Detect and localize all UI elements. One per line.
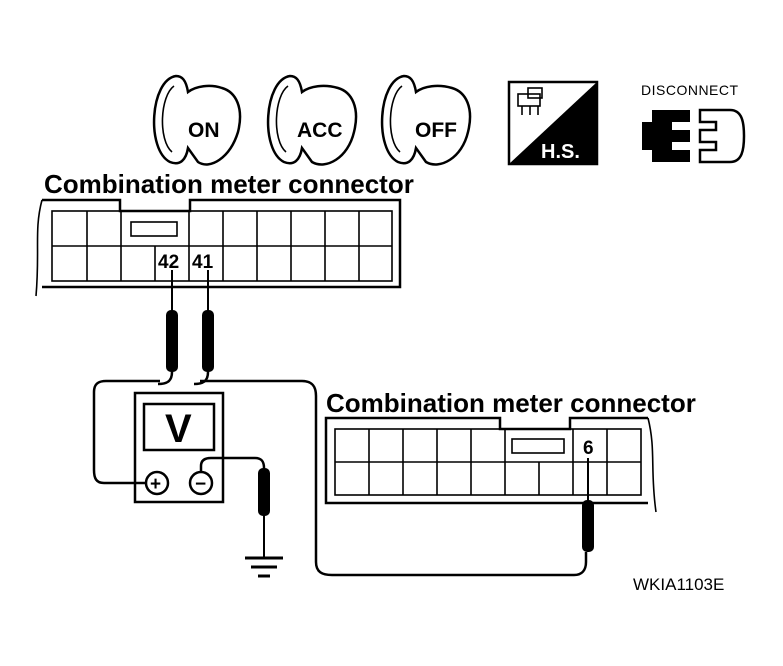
connector-1: 42 41: [35, 198, 402, 297]
ignition-key-acc-icon: ACC: [266, 74, 358, 166]
voltmeter-icon: V + −: [133, 391, 225, 504]
key-label-off: OFF: [415, 119, 457, 142]
harness-side-label: H.S.: [541, 141, 580, 163]
connector-1-title: Combination meter connector: [44, 169, 414, 199]
voltmeter-negative-terminal: −: [195, 474, 206, 495]
key-label-on: ON: [188, 119, 220, 142]
connector-2-lead-wire: [200, 379, 588, 577]
ignition-key-on-icon: ON: [152, 74, 242, 166]
ignition-key-off-icon: OFF: [380, 74, 472, 166]
ground-symbol-icon: [245, 556, 283, 578]
disconnect-label: DISCONNECT: [641, 82, 739, 98]
connector-2-pin-6: 6: [583, 438, 594, 459]
positive-lead-wire: [92, 379, 160, 485]
figure-code: WKIA1103E: [633, 575, 724, 594]
harness-side-icon: H.S.: [507, 80, 599, 166]
key-label-acc: ACC: [297, 119, 343, 142]
connector-1-pin-41: 41: [192, 252, 214, 273]
disconnect-connector-icon: DISCONNECT: [641, 82, 746, 164]
connector-2: 6: [324, 416, 657, 513]
voltmeter-symbol: V: [165, 407, 192, 451]
voltmeter-positive-terminal: +: [150, 474, 161, 495]
negative-lead-wire: [199, 456, 266, 472]
connector-1-pin-42: 42: [158, 252, 179, 273]
probe-pin-6: [582, 458, 594, 552]
probe-pin-42: [157, 270, 178, 386]
ground-probe: [258, 468, 270, 558]
connector-2-title: Combination meter connector: [326, 388, 696, 418]
